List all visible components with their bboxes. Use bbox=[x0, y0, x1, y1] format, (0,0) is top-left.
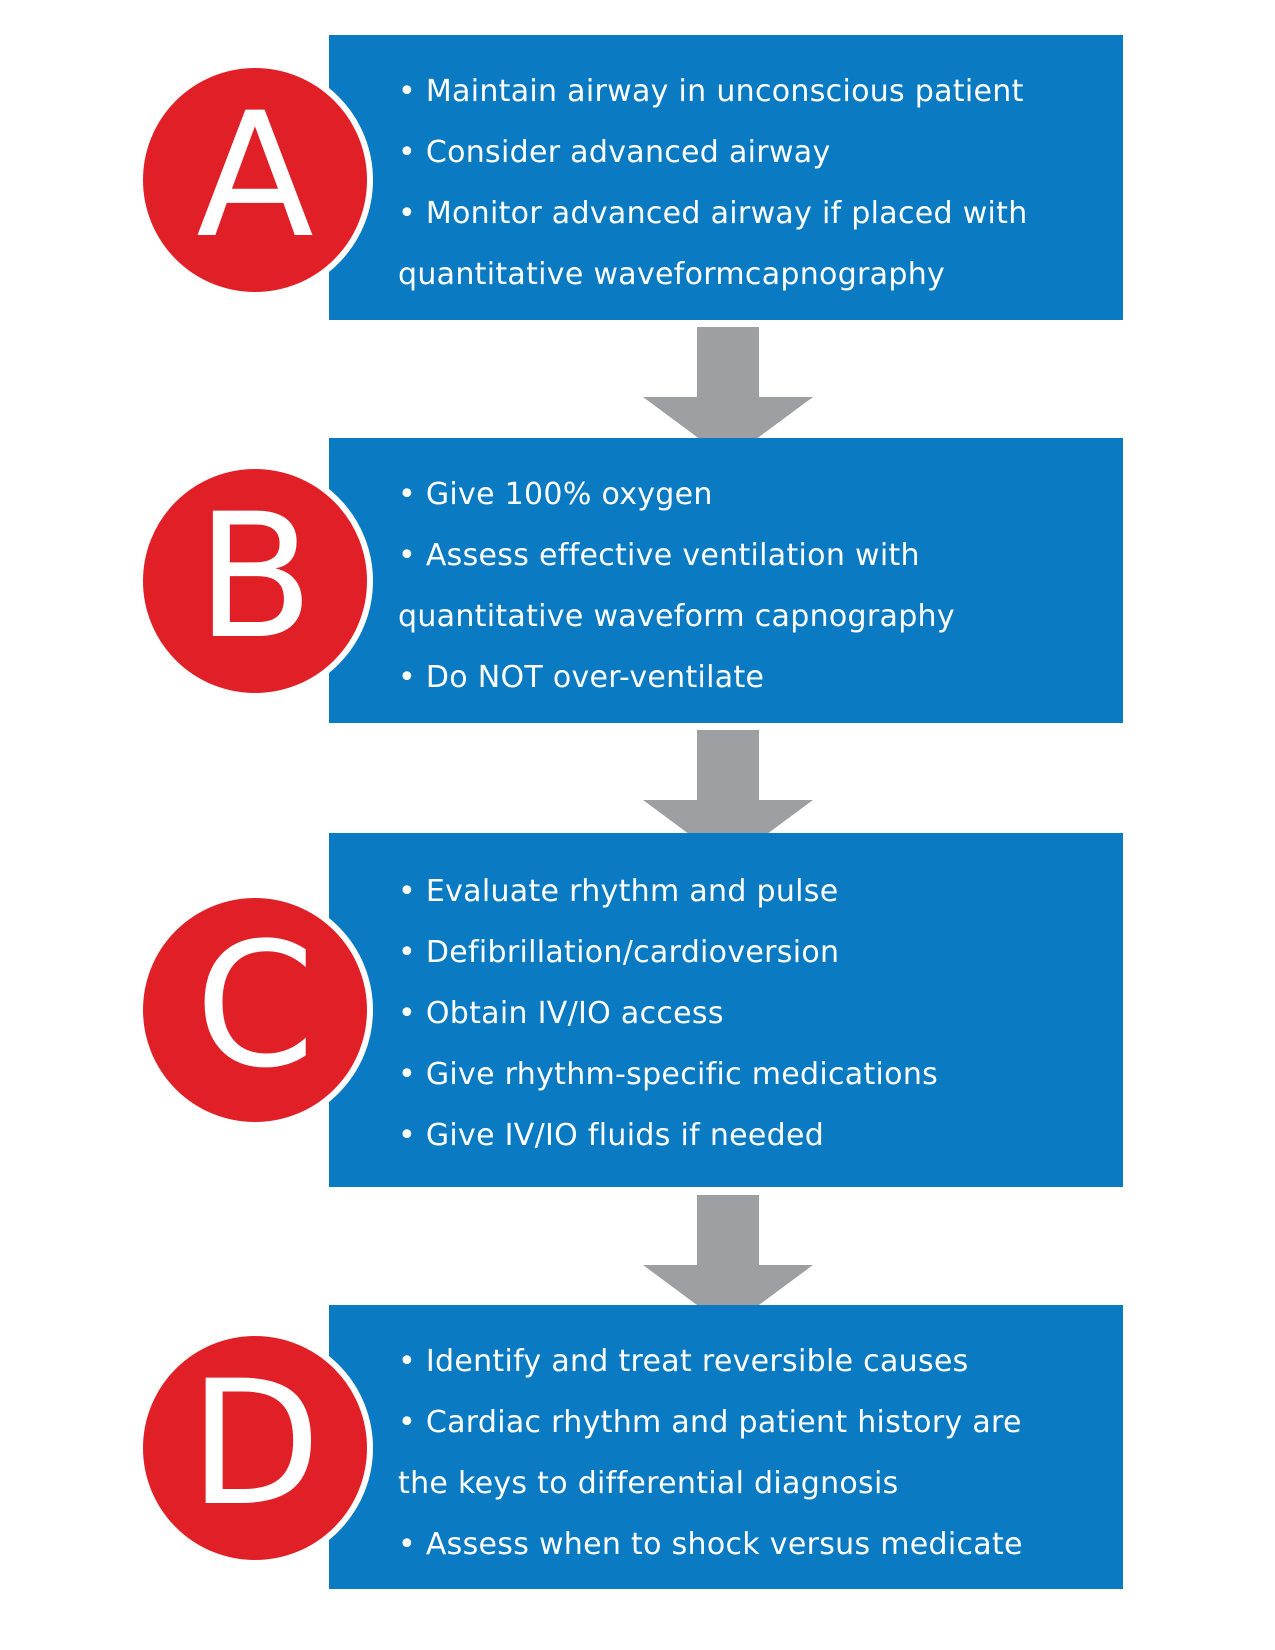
step-b-box: • Give 100% oxygen • Assess effective ve… bbox=[329, 438, 1123, 723]
step-d-line-4: • Assess when to shock versus medicate bbox=[398, 1527, 1023, 1562]
step-c-line-5: • Give IV/IO fluids if needed bbox=[398, 1118, 825, 1153]
step-b-letter-circle: B bbox=[137, 463, 373, 699]
step-b-line-3: quantitative waveform capnography bbox=[398, 599, 955, 634]
step-a-line-1: • Maintain airway in unconscious patient bbox=[398, 74, 1024, 109]
step-b-line-1: • Give 100% oxygen bbox=[398, 477, 713, 512]
step-d-line-2: • Cardiac rhythm and patient history are bbox=[398, 1405, 1022, 1440]
down-arrow-icon bbox=[643, 1195, 813, 1328]
step-b-line-2: • Assess effective ventilation with bbox=[398, 538, 920, 573]
step-a-line-4: quantitative waveformcapnography bbox=[398, 257, 946, 292]
step-c-letter-circle: C bbox=[137, 892, 373, 1128]
step-c-line-4: • Give rhythm-specific medications bbox=[398, 1057, 939, 1092]
step-a-line-3: • Monitor advanced airway if placed with bbox=[398, 196, 1028, 231]
down-arrow-icon bbox=[643, 730, 813, 863]
step-a-line-2: • Consider advanced airway bbox=[398, 135, 831, 170]
step-d-letter: D bbox=[188, 1343, 322, 1544]
step-d-box: • Identify and treat reversible causes •… bbox=[329, 1305, 1123, 1589]
step-c-line-3: • Obtain IV/IO access bbox=[398, 996, 724, 1031]
step-b-letter: B bbox=[196, 476, 314, 677]
step-a-letter-circle: A bbox=[137, 62, 373, 298]
down-arrow-icon bbox=[643, 327, 813, 460]
step-a-box: • Maintain airway in unconscious patient… bbox=[329, 35, 1123, 320]
step-d-line-3: the keys to differential diagnosis bbox=[398, 1466, 899, 1501]
step-c-box: • Evaluate rhythm and pulse • Defibrilla… bbox=[329, 833, 1123, 1187]
step-c-line-1: • Evaluate rhythm and pulse bbox=[398, 874, 839, 909]
step-a-letter: A bbox=[196, 75, 314, 276]
step-d-line-1: • Identify and treat reversible causes bbox=[398, 1344, 969, 1379]
step-b-line-4: • Do NOT over-ventilate bbox=[398, 660, 765, 695]
step-c-letter: C bbox=[194, 905, 316, 1106]
step-d-letter-circle: D bbox=[137, 1330, 373, 1566]
step-c-line-2: • Defibrillation/cardioversion bbox=[398, 935, 840, 970]
